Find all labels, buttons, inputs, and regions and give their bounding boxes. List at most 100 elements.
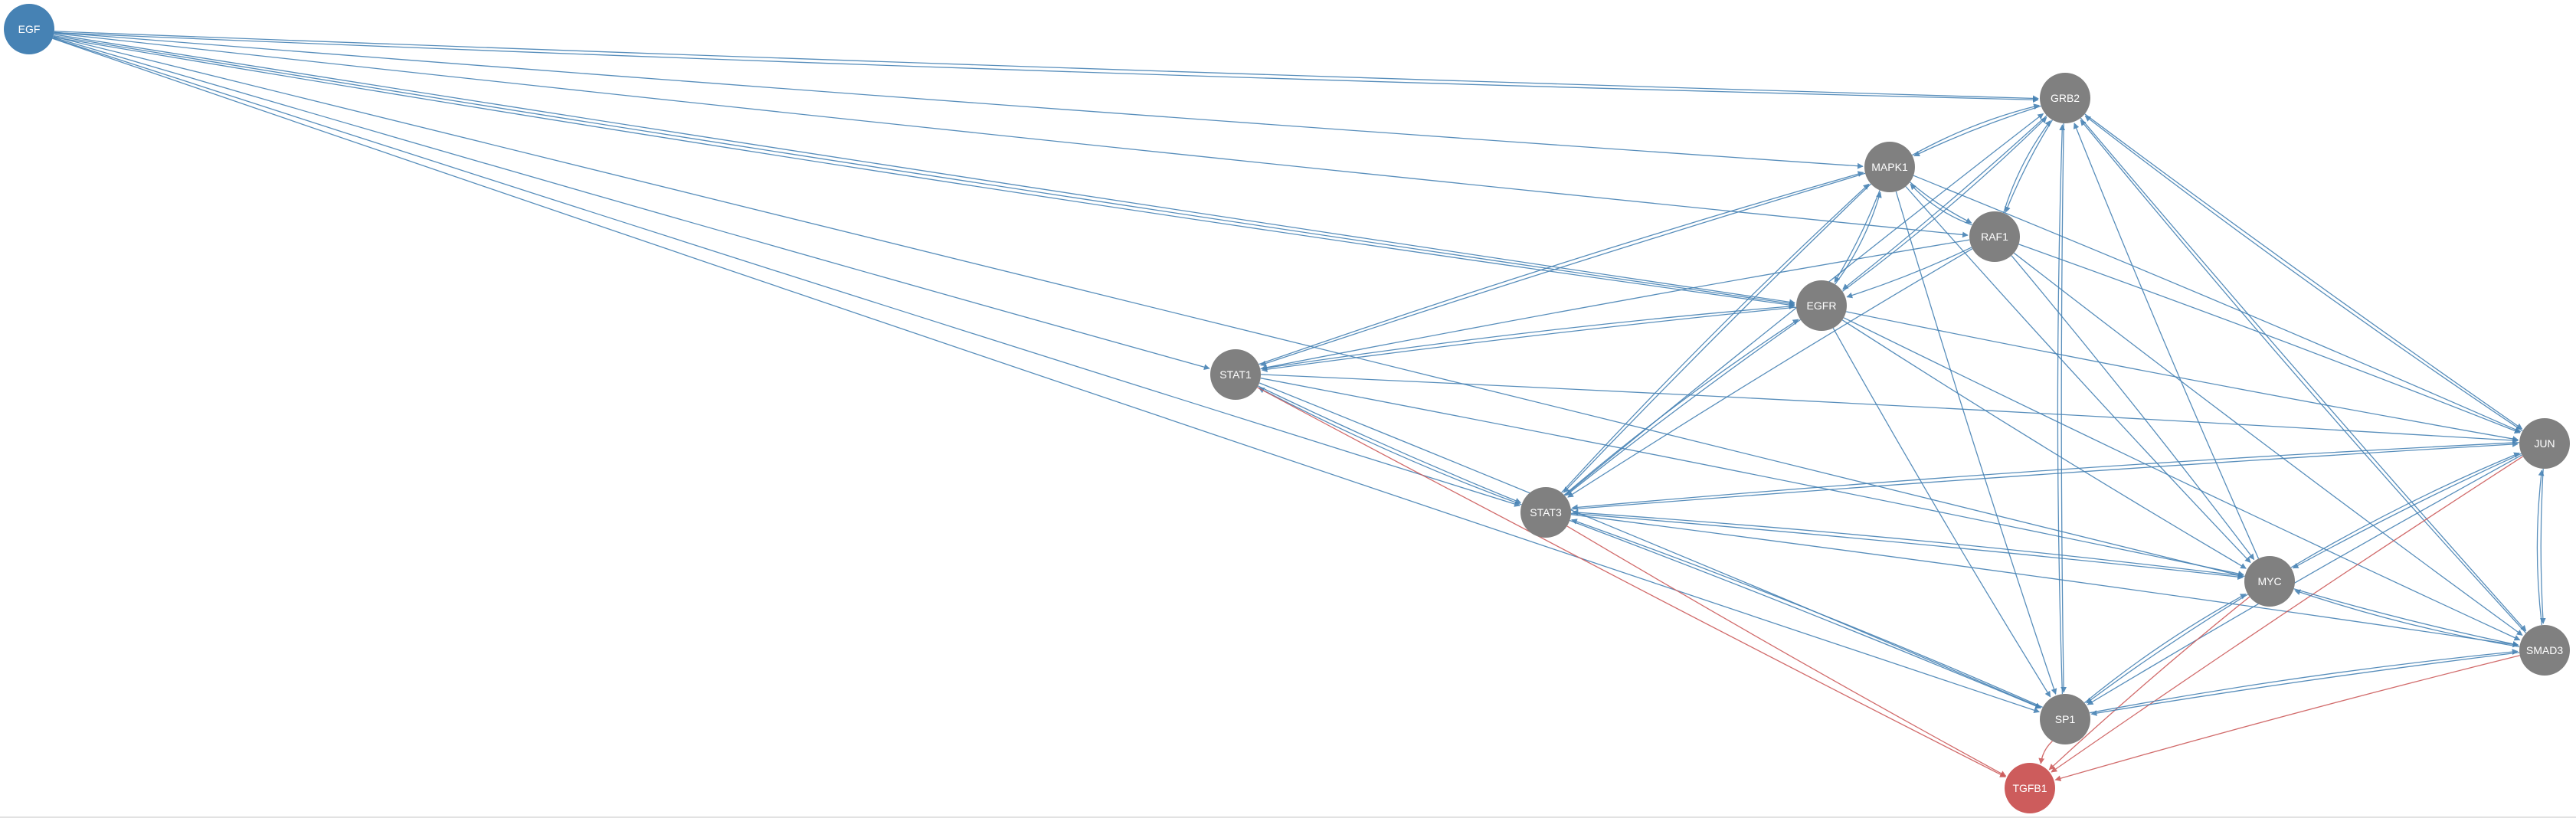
edge-stat3-sp1[interactable]	[1569, 519, 2041, 709]
edge-stat3-jun[interactable]	[1570, 441, 2519, 510]
node-circle[interactable]	[1864, 142, 1915, 192]
edge-egf-mapk1[interactable]	[54, 31, 1864, 169]
edge-stat1-stat3[interactable]	[1258, 385, 1522, 504]
edge-jun-stat3[interactable]	[1571, 442, 2519, 511]
edge-egf-grb2[interactable]	[54, 32, 2039, 103]
edge-stat1-egfr[interactable]	[1260, 303, 1795, 370]
edge-mapk1-stat3[interactable]	[1563, 183, 1871, 493]
node-circle[interactable]	[2040, 694, 2090, 744]
edge-grb2-sp1[interactable]	[2060, 123, 2067, 693]
edge-stat1-mapk1[interactable]	[1259, 171, 1864, 365]
node-sp1[interactable]: SP1	[2040, 694, 2090, 744]
edge-mapk1-myc[interactable]	[1905, 186, 2251, 563]
edge-grb2-raf1[interactable]	[2005, 119, 2053, 213]
edge-smad3-sp1[interactable]	[2090, 652, 2520, 716]
edge-jun-smad3[interactable]	[2539, 468, 2546, 624]
edge-mapk1-grb2[interactable]	[1912, 103, 2040, 156]
edge-egf-stat1[interactable]	[53, 37, 1210, 370]
edge-myc-jun[interactable]	[2290, 452, 2520, 568]
node-grb2[interactable]: GRB2	[2040, 73, 2090, 123]
edge-raf1-stat3[interactable]	[1567, 248, 1973, 498]
edge-egfr-smad3[interactable]	[1843, 317, 2521, 641]
edge-egfr-stat3[interactable]	[1566, 319, 1801, 496]
edge-mapk1-sp1[interactable]	[1895, 191, 2057, 695]
node-circle[interactable]	[2005, 763, 2055, 813]
edge-mapk1-raf1[interactable]	[1910, 182, 1972, 224]
edge-egfr-jun[interactable]	[1845, 311, 2519, 442]
edge-egf-raf1[interactable]	[54, 32, 1969, 238]
edge-egfr-grb2[interactable]	[1842, 116, 2047, 292]
edge-egfr-sp1[interactable]	[1832, 327, 2051, 698]
edge-jun-tgfb1[interactable]	[2051, 456, 2523, 773]
edge-jun-myc[interactable]	[2292, 453, 2522, 569]
edge-sp1-tgfb1[interactable]	[2038, 741, 2053, 764]
edge-stat3-smad3[interactable]	[1570, 514, 2519, 648]
node-myc[interactable]: MYC	[2244, 556, 2295, 607]
node-circle[interactable]	[1520, 487, 1571, 538]
edge-raf1-myc[interactable]	[2011, 255, 2255, 561]
edge-raf1-egfr[interactable]	[1846, 247, 1972, 299]
edge-mapk1-stat1[interactable]	[1260, 172, 1866, 367]
edge-myc-sp1[interactable]	[2086, 594, 2248, 704]
edge-egfr-mapk1[interactable]	[1835, 191, 1882, 285]
node-egfr[interactable]: EGFR	[1796, 280, 1847, 331]
edge-raf1-jun[interactable]	[2018, 244, 2521, 434]
node-circle[interactable]	[2244, 556, 2295, 607]
node-mapk1[interactable]: MAPK1	[1864, 142, 1915, 192]
edge-mapk1-egfr[interactable]	[1834, 190, 1880, 283]
edge-myc-stat3[interactable]	[1572, 509, 2245, 577]
edge-sp1-myc[interactable]	[2083, 594, 2247, 704]
node-circle[interactable]	[4, 4, 54, 54]
edge-raf1-stat1[interactable]	[1261, 239, 1970, 371]
edge-myc-smad3[interactable]	[2293, 588, 2519, 647]
edge-smad3-jun[interactable]	[2536, 470, 2545, 626]
edge-grb2-jun[interactable]	[2084, 113, 2523, 430]
edge-raf1-grb2[interactable]	[2003, 119, 2051, 214]
edge-egf-sp1[interactable]	[52, 38, 2041, 713]
node-raf1[interactable]: RAF1	[1969, 211, 2020, 262]
edge-smad3-tgfb1[interactable]	[2054, 655, 2520, 782]
edge-grb2-egfr[interactable]	[1842, 115, 2047, 290]
edge-myc-grb2[interactable]	[2073, 123, 2260, 559]
edge-egf-egfr[interactable]	[53, 36, 1795, 308]
edge-myc-tgfb1[interactable]	[2048, 596, 2250, 771]
edge-stat3-tgfb1[interactable]	[1566, 525, 2007, 777]
edge-egf-egfr[interactable]	[53, 34, 1795, 307]
edge-stat1-sp1[interactable]	[1259, 382, 2042, 708]
edge-sp1-stat3[interactable]	[1571, 519, 2043, 708]
node-circle[interactable]	[1796, 280, 1847, 331]
edge-egf-egfr[interactable]	[54, 34, 1795, 306]
edge-jun-sp1[interactable]	[2087, 454, 2522, 705]
node-circle[interactable]	[2519, 418, 2570, 469]
edge-sp1-smad3[interactable]	[2090, 649, 2519, 714]
node-circle[interactable]	[2519, 625, 2570, 676]
node-tgfb1[interactable]: TGFB1	[2005, 763, 2055, 813]
node-stat1[interactable]: STAT1	[1210, 349, 1261, 400]
node-circle[interactable]	[1969, 211, 2020, 262]
node-jun[interactable]: JUN	[2519, 418, 2570, 469]
edge-egf-grb2[interactable]	[54, 31, 2039, 102]
edge-stat3-mapk1[interactable]	[1561, 183, 1870, 493]
edge-grb2-smad3[interactable]	[2080, 117, 2527, 632]
edge-smad3-grb2[interactable]	[2080, 119, 2527, 633]
edge-egf-myc[interactable]	[53, 35, 2244, 578]
edge-grb2-mapk1[interactable]	[1913, 105, 2041, 157]
edge-stat1-myc[interactable]	[1260, 378, 2244, 577]
edge-stat3-stat1[interactable]	[1258, 387, 1522, 506]
edge-mapk1-jun[interactable]	[1913, 175, 2522, 433]
node-egf[interactable]: EGF	[4, 4, 54, 54]
edge-stat3-egfr[interactable]	[1563, 319, 1799, 496]
edge-egf-stat3[interactable]	[52, 38, 1520, 507]
edge-egfr-stat1[interactable]	[1261, 306, 1797, 373]
edge-jun-grb2[interactable]	[2084, 115, 2523, 432]
node-circle[interactable]	[2040, 73, 2090, 123]
edge-raf1-smad3[interactable]	[2013, 252, 2523, 636]
node-stat3[interactable]: STAT3	[1520, 487, 1571, 538]
node-smad3[interactable]: SMAD3	[2519, 625, 2570, 676]
edge-stat1-tgfb1[interactable]	[1257, 387, 2006, 777]
edge-sp1-grb2[interactable]	[2057, 124, 2066, 695]
edge-raf1-mapk1[interactable]	[1910, 183, 1972, 226]
edge-stat1-jun[interactable]	[1260, 374, 2519, 443]
